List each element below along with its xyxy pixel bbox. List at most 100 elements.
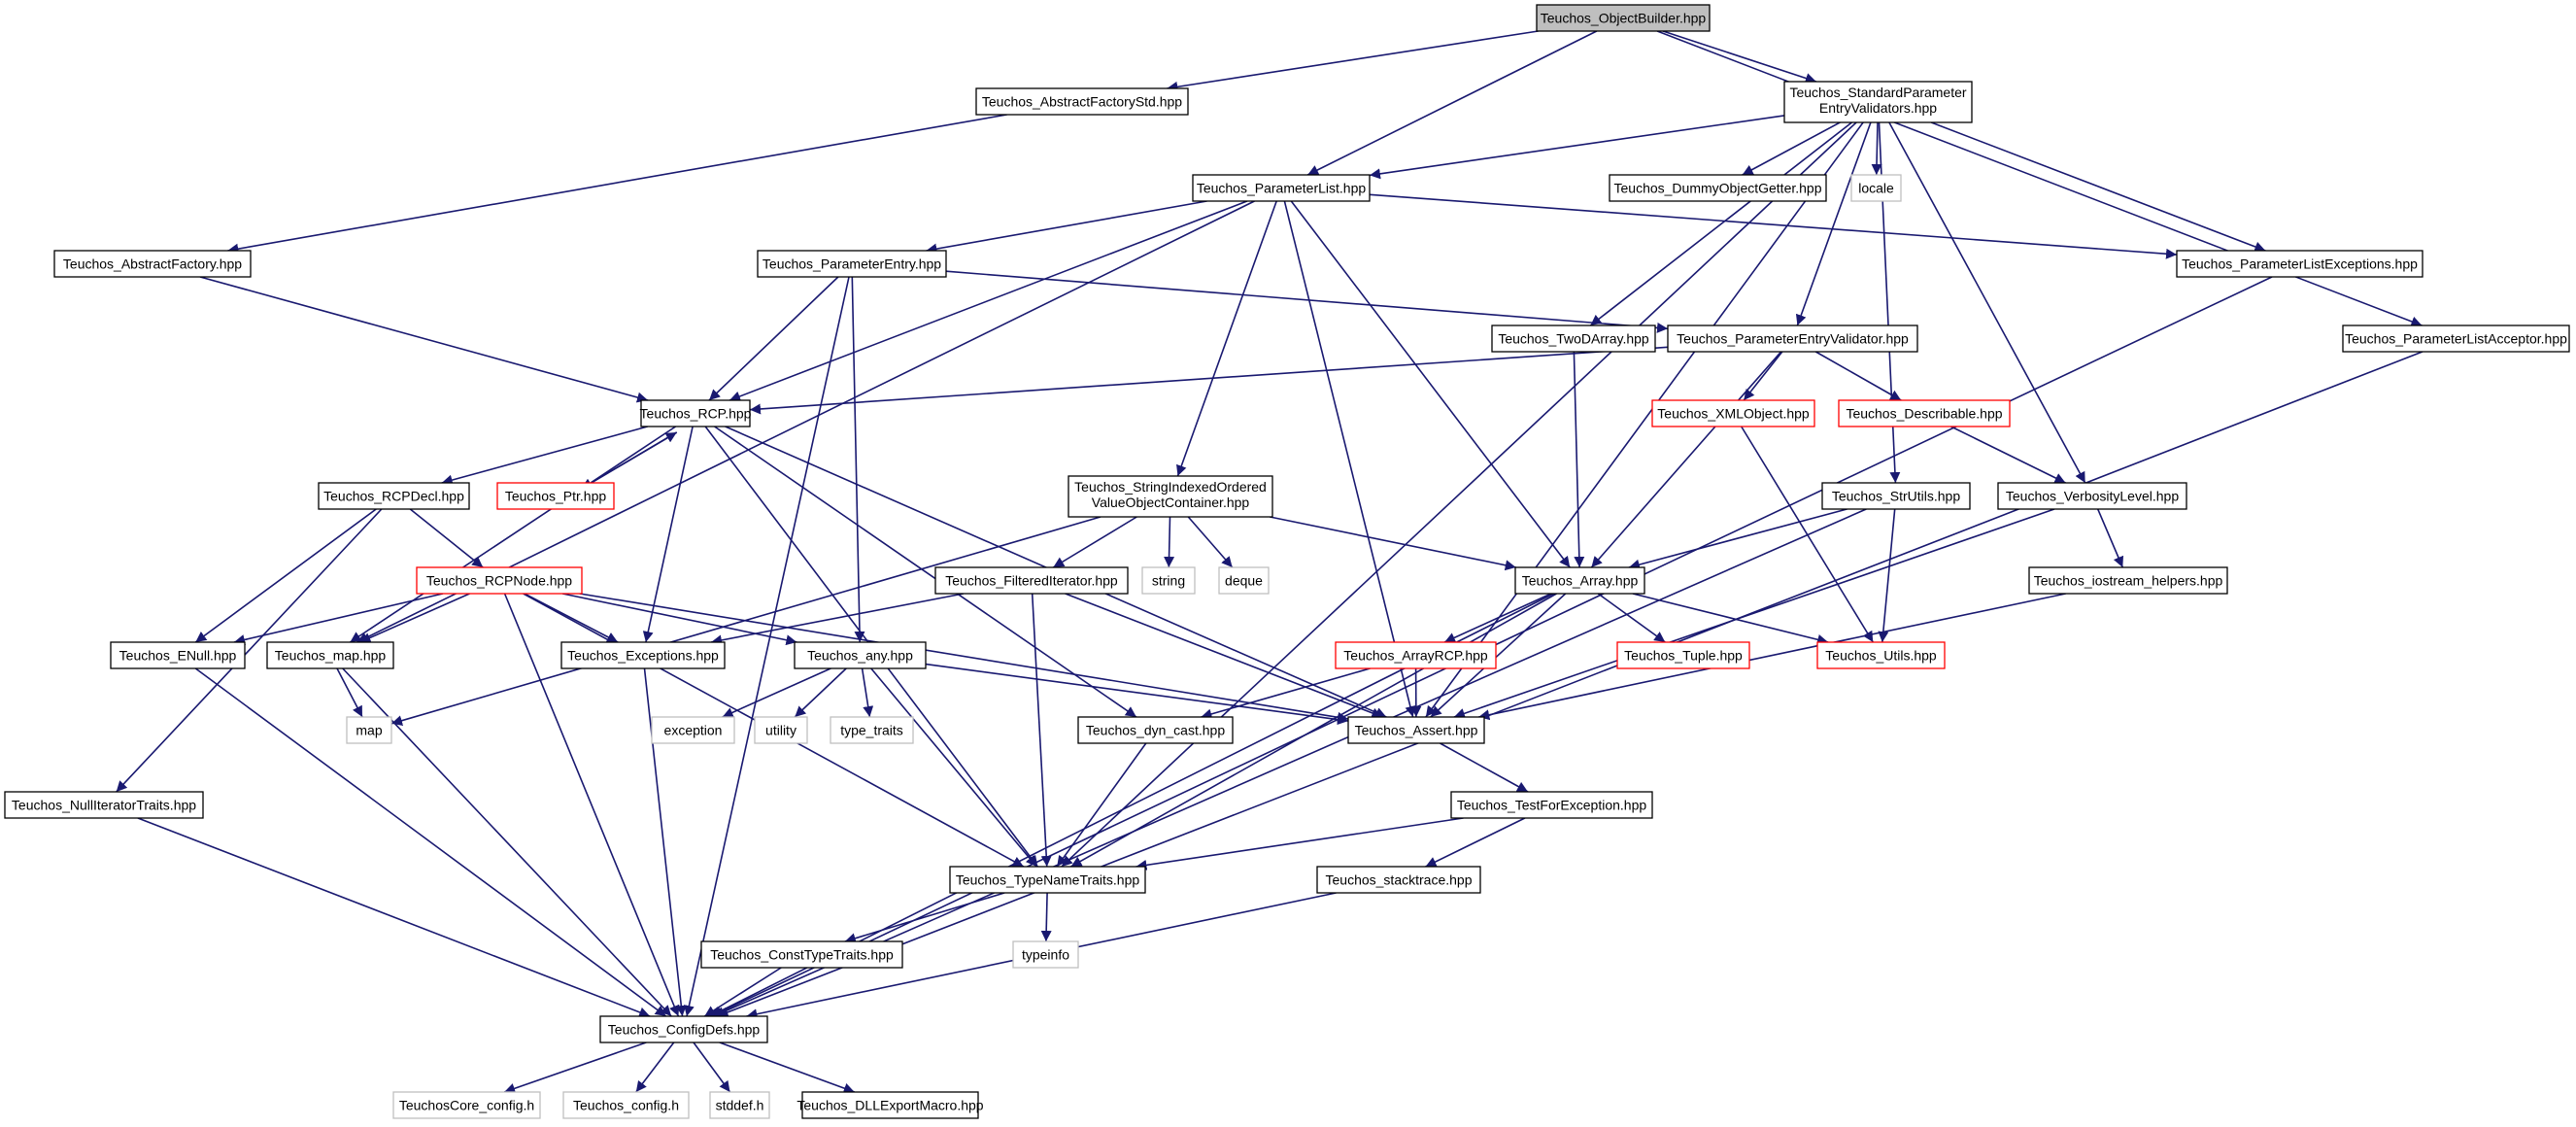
edge-paramentryvalidator-to-describable (1814, 351, 1902, 401)
node-label: Teuchos_RCP.hpp (640, 406, 752, 422)
edge-parameterlist-to-parameterentry (926, 200, 1207, 255)
node-arrayrcp[interactable]: Teuchos_ArrayRCP.hpp (1335, 641, 1497, 669)
node-box (754, 716, 808, 744)
node-label: Teuchos_ParameterList.hpp (1197, 181, 1367, 196)
node-label: typeinfo (1022, 947, 1069, 963)
edge-stdparamvalidators-to-locale (1871, 121, 1882, 176)
node-paramentryvalidator[interactable]: Teuchos_ParameterEntryValidator.hpp (1667, 324, 1918, 353)
node-enull[interactable]: Teuchos_ENull.hpp (110, 641, 246, 669)
node-box (266, 641, 394, 669)
edge-parameterlist-to-stringindexed (1176, 200, 1277, 477)
edge-consttypetraits-to-configdefs (703, 967, 782, 1017)
node-paramlistexceptions[interactable]: Teuchos_ParameterListExceptions.hpp (2176, 250, 2423, 278)
edge-stdparamvalidators-to-twodarray (1589, 121, 1852, 326)
node-box (1997, 482, 2187, 510)
node-box (794, 641, 927, 669)
node-box (416, 566, 583, 595)
node-dummyobjectgetter[interactable]: Teuchos_DummyObjectGetter.hpp (1609, 174, 1827, 202)
node-filterediterator[interactable]: Teuchos_FilteredIterator.hpp (934, 566, 1129, 595)
node-array[interactable]: Teuchos_Array.hpp (1514, 566, 1645, 595)
node-rcp[interactable]: Teuchos_RCP.hpp (640, 399, 752, 427)
node-anyhpp[interactable]: Teuchos_any.hpp (794, 641, 927, 669)
node-label: Teuchos_Describable.hpp (1846, 406, 2002, 422)
node-nulliteratortraits[interactable]: Teuchos_NullIteratorTraits.hpp (4, 791, 204, 819)
edge-parameterlist-to-array (1290, 200, 1571, 568)
node-label: Teuchos_map.hpp (275, 648, 387, 664)
node-objectbuilder[interactable]: Teuchos_ObjectBuilder.hpp (1536, 4, 1711, 32)
node-xmlobject[interactable]: Teuchos_XMLObject.hpp (1651, 399, 1815, 427)
edge-rcpdecl-to-rcpnode (409, 508, 484, 568)
node-utility: utility (754, 716, 808, 744)
edge-rcp-to-maphpp (349, 426, 677, 643)
node-box (2176, 250, 2423, 278)
node-dyncast[interactable]: Teuchos_dyn_cast.hpp (1077, 716, 1234, 744)
node-tuple[interactable]: Teuchos_Tuple.hpp (1616, 641, 1750, 669)
node-assert[interactable]: Teuchos_Assert.hpp (1347, 716, 1485, 744)
edge-objectbuilder-to-stdparamvalidators (1662, 30, 1817, 84)
node-box (1450, 791, 1653, 819)
edge-anyhpp-to-utility (794, 667, 847, 718)
node-parameterentry[interactable]: Teuchos_ParameterEntry.hpp (757, 250, 947, 278)
edge-parameterentry-to-anyhpp (851, 276, 865, 643)
node-box (1616, 641, 1750, 669)
node-label: Teuchos_Exceptions.hpp (567, 648, 719, 664)
node-label: Teuchos_ENull.hpp (119, 648, 237, 664)
node-maphpp[interactable]: Teuchos_map.hpp (266, 641, 394, 669)
edge-objectbuilder-to-parameterlist (1306, 30, 1598, 176)
node-configdefs[interactable]: Teuchos_ConfigDefs.hpp (599, 1015, 768, 1043)
edge-typenametraits-to-consttypetraits (844, 892, 1005, 944)
node-box (1335, 641, 1497, 669)
node-box (651, 716, 735, 744)
node-label: EntryValidators.hpp (1819, 100, 1937, 116)
node-describable[interactable]: Teuchos_Describable.hpp (1838, 399, 2011, 427)
node-twodarray[interactable]: Teuchos_TwoDArray.hpp (1491, 324, 1656, 353)
node-exceptions[interactable]: Teuchos_Exceptions.hpp (560, 641, 726, 669)
node-abstractfactorystd[interactable]: Teuchos_AbstractFactoryStd.hpp (975, 87, 1189, 116)
node-box (757, 250, 947, 278)
node-typenametraits[interactable]: Teuchos_TypeNameTraits.hpp (949, 866, 1146, 894)
node-rcpdecl[interactable]: Teuchos_RCPDecl.hpp (318, 482, 470, 510)
node-box (1821, 482, 1971, 510)
node-consttypetraits[interactable]: Teuchos_ConstTypeTraits.hpp (700, 940, 903, 969)
node-map: map (346, 716, 392, 744)
node-label: Teuchos_Ptr.hpp (505, 489, 607, 504)
node-locale: locale (1850, 174, 1902, 202)
edge-filterediterator-to-typenametraits (1031, 593, 1052, 868)
node-label: string (1152, 573, 1185, 589)
node-box (2342, 324, 2570, 353)
node-exception: exception (651, 716, 735, 744)
edge-stdparamvalidators-to-paramlistexceptions (1930, 121, 2266, 253)
node-paramlistacceptor[interactable]: Teuchos_ParameterListAcceptor.hpp (2342, 324, 2570, 353)
node-testforexception[interactable]: Teuchos_TestForException.hpp (1450, 791, 1653, 819)
node-box (1068, 475, 1273, 518)
node-verbositylevel[interactable]: Teuchos_VerbosityLevel.hpp (1997, 482, 2187, 510)
node-stdparamvalidators[interactable]: Teuchos_StandardParameterEntryValidators… (1783, 81, 1973, 123)
node-stringindexed[interactable]: Teuchos_StringIndexedOrderedValueObjectC… (1068, 475, 1273, 518)
node-dllexportmacro[interactable]: Teuchos_DLLExportMacro.hpp (797, 1091, 984, 1119)
edge-array-to-assert (1430, 593, 1567, 718)
node-box (1609, 174, 1827, 202)
node-iostreamhelpers[interactable]: Teuchos_iostream_helpers.hpp (2028, 566, 2228, 595)
node-utils[interactable]: Teuchos_Utils.hpp (1816, 641, 1946, 669)
edge-strutils-to-utils (1878, 508, 1896, 643)
node-label: Teuchos_StandardParameter (1789, 85, 1966, 100)
node-ptr[interactable]: Teuchos_Ptr.hpp (496, 482, 615, 510)
edge-filterediterator-to-exceptions (710, 593, 965, 646)
node-rcpnode[interactable]: Teuchos_RCPNode.hpp (416, 566, 583, 595)
node-box (801, 1091, 979, 1119)
node-box (1141, 566, 1196, 595)
node-strutils[interactable]: Teuchos_StrUtils.hpp (1821, 482, 1971, 510)
node-parameterlist[interactable]: Teuchos_ParameterList.hpp (1192, 174, 1371, 202)
node-box (346, 716, 392, 744)
node-label: ValueObjectContainer.hpp (1092, 495, 1250, 510)
edge-abstractfactorystd-to-abstractfactory (227, 114, 1007, 255)
edge-parameterlist-to-paramlistexceptions (1369, 193, 2178, 259)
edge-dyncast-to-typenametraits (1056, 742, 1147, 868)
node-box (562, 1091, 690, 1119)
node-abstractfactory[interactable]: Teuchos_AbstractFactory.hpp (53, 250, 252, 278)
edge-anyhpp-to-typetraits (861, 667, 874, 718)
edge-anyhpp-to-exception (722, 667, 831, 718)
node-stacktrace[interactable]: Teuchos_stacktrace.hpp (1316, 866, 1481, 894)
node-label: type_traits (840, 723, 903, 738)
edge-paramentryvalidator-to-rcp (749, 346, 1669, 415)
